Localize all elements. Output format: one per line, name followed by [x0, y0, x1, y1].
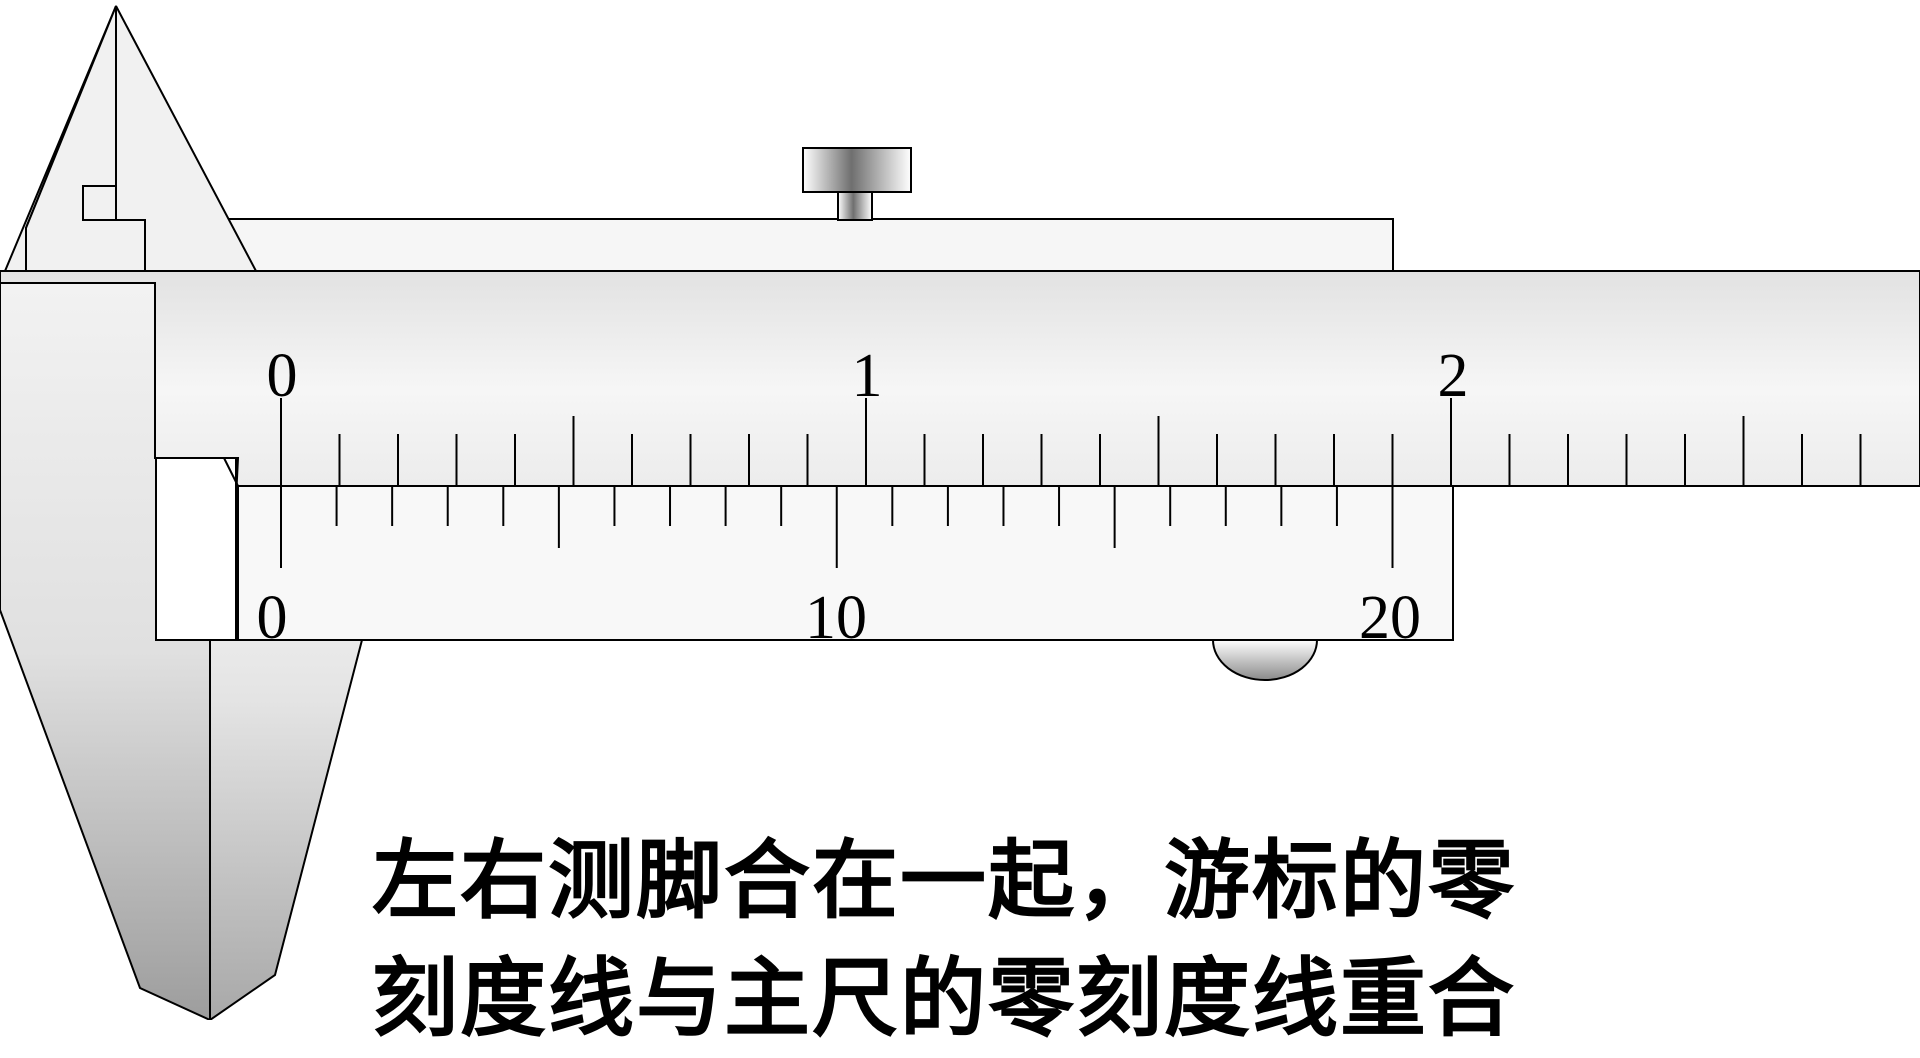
thumb-wheel	[1211, 639, 1319, 681]
depth-bar	[219, 218, 1394, 272]
vernier-scale-label-10: 10	[805, 584, 867, 652]
vernier-scale-plate	[223, 457, 1454, 641]
caption-line-1: 左右测脚合在一起，游标的零	[372, 831, 1516, 931]
vernier-scale-label-20: 20	[1359, 584, 1421, 652]
locking-screw	[802, 147, 912, 193]
main-scale-ticks	[280, 398, 1862, 486]
vernier-caliper-diagram: 0 1 2 0 10 20	[0, 5, 1920, 1020]
vernier-scale-label-0: 0	[257, 584, 288, 652]
main-beam	[0, 270, 1920, 487]
jaw-slot	[155, 457, 237, 641]
main-scale-label-0: 0	[267, 342, 298, 410]
caption: 左右测脚合在一起，游标的零 刻度线与主尺的零刻度线重合	[372, 822, 1772, 1058]
vernier-scale-ticks	[280, 486, 1394, 568]
screw-stem	[837, 191, 873, 221]
caption-line-2: 刻度线与主尺的零刻度线重合	[372, 949, 1516, 1049]
main-scale-label-2: 2	[1438, 342, 1469, 410]
main-scale-label-1: 1	[852, 342, 883, 410]
movable-upper-jaw	[115, 5, 258, 272]
